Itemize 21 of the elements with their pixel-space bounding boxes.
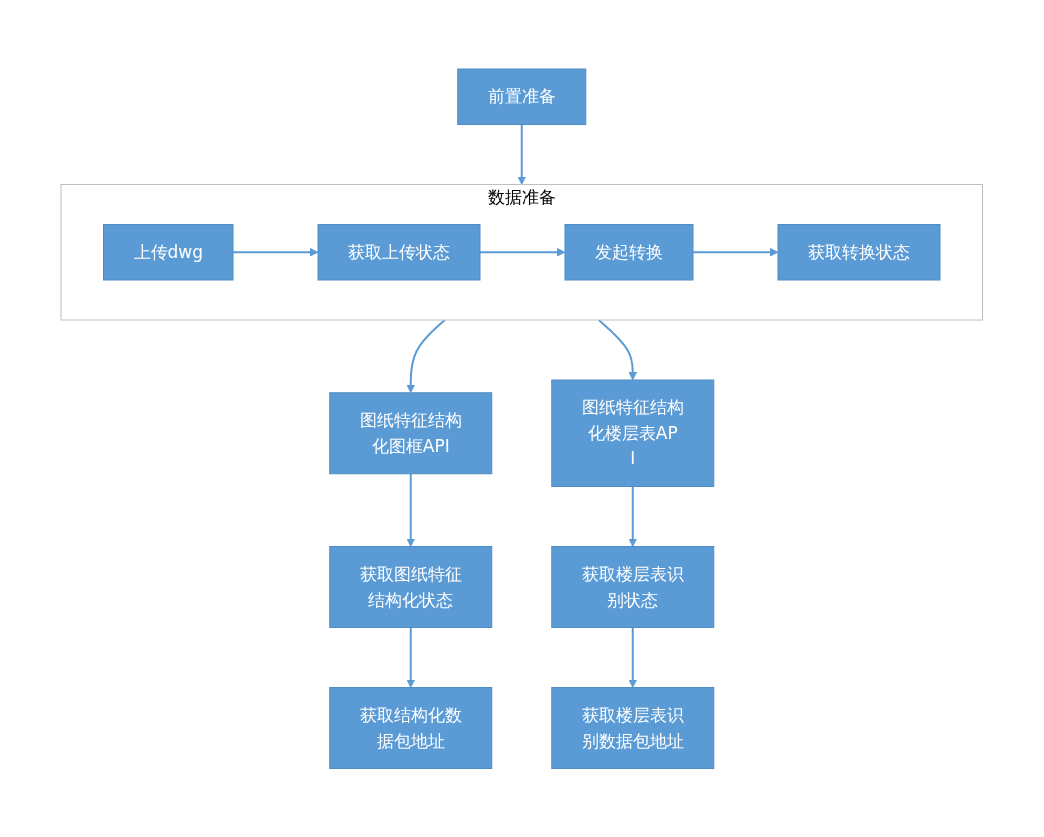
arrow	[232, 247, 319, 257]
node-box: 图纸特征结构化图框API	[329, 392, 493, 474]
node-box: 发起转换	[564, 223, 694, 281]
node-box: 获取结构化数据包地址	[329, 686, 493, 769]
arrow	[517, 123, 527, 185]
node-box: 获取转换状态	[777, 223, 941, 281]
node-box: 图纸特征结构化楼层表API	[551, 379, 715, 487]
node-box: 获取图纸特征结构化状态	[329, 545, 493, 628]
arrow	[628, 485, 638, 547]
arrow	[628, 626, 638, 688]
arrow	[406, 318, 447, 393]
node-box: 获取上传状态	[317, 223, 481, 281]
node-box: 获取楼层表识别数据包地址	[551, 686, 715, 769]
arrow	[406, 472, 416, 547]
arrow	[479, 247, 566, 257]
arrow	[406, 626, 416, 688]
arrow	[597, 318, 638, 381]
node-box: 上传dwg	[103, 223, 234, 281]
node-box: 前置准备	[457, 68, 587, 125]
node-box: 获取楼层表识别状态	[551, 545, 715, 628]
arrow	[692, 247, 779, 257]
